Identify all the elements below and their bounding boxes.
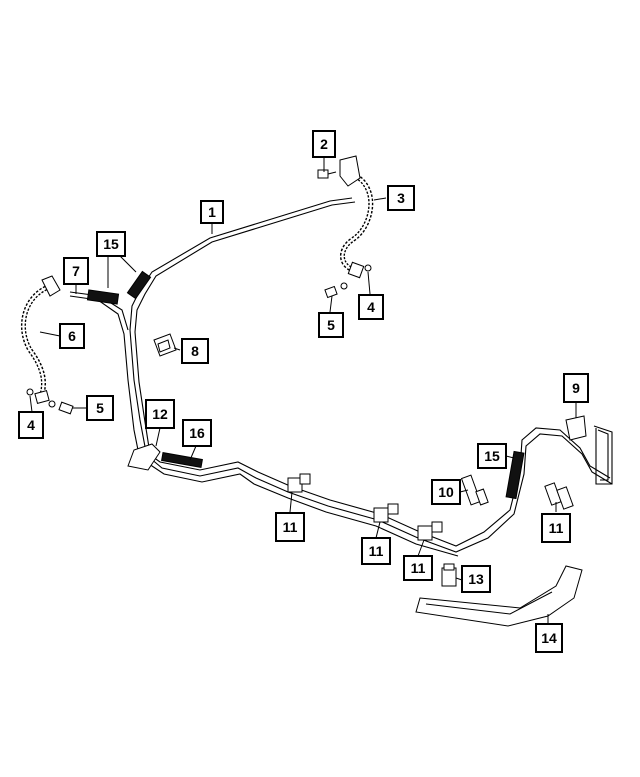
callout-13: 13 — [461, 565, 491, 593]
callout-5-left: 5 — [86, 395, 114, 421]
callout-7: 7 — [63, 257, 89, 285]
svg-text:4: 4 — [367, 299, 375, 315]
right-brake-hose — [339, 155, 374, 279]
callout-2: 2 — [312, 130, 336, 158]
clip-10 — [460, 474, 489, 506]
svg-text:15: 15 — [484, 448, 500, 464]
tube-sleeve-upper — [126, 270, 152, 300]
svg-text:4: 4 — [27, 417, 35, 433]
svg-text:7: 7 — [72, 263, 80, 279]
callout-4-right: 4 — [358, 294, 384, 320]
clip-11-d — [544, 482, 574, 510]
callout-11-a: 11 — [275, 512, 305, 542]
callout-15-right: 15 — [477, 443, 507, 469]
banjo-bolt-left — [48, 400, 74, 415]
tube-sleeve-right — [505, 450, 525, 500]
brake-tube-assembly — [69, 197, 613, 557]
callout-15-upper: 15 — [96, 231, 126, 257]
leader-lines — [29, 158, 577, 624]
svg-text:11: 11 — [369, 543, 384, 559]
callout-10: 10 — [431, 479, 461, 505]
clip-11-a — [287, 473, 311, 493]
svg-text:1: 1 — [208, 204, 216, 220]
callout-11-c: 11 — [403, 555, 433, 581]
bolt-2 — [317, 169, 337, 179]
svg-text:12: 12 — [152, 406, 168, 422]
tube-sleeve-left — [86, 289, 120, 305]
bracket-9 — [565, 415, 613, 485]
left-brake-hose — [20, 275, 61, 404]
clip-8 — [153, 333, 177, 357]
callout-5-right: 5 — [318, 312, 344, 338]
washer-right — [364, 264, 372, 272]
callout-1: 1 — [200, 200, 224, 224]
svg-text:8: 8 — [191, 343, 199, 359]
callout-14: 14 — [535, 623, 563, 653]
callout-9: 9 — [563, 373, 589, 403]
banjo-bolt-right — [324, 282, 348, 299]
callout-6: 6 — [59, 323, 85, 349]
callout-8: 8 — [181, 338, 209, 364]
callout-12: 12 — [145, 399, 175, 429]
svg-text:16: 16 — [189, 425, 205, 441]
callout-3: 3 — [387, 185, 415, 211]
clip-11-b — [373, 503, 399, 523]
svg-text:5: 5 — [327, 317, 335, 333]
shield-14 — [415, 565, 583, 627]
svg-text:3: 3 — [397, 190, 405, 206]
svg-text:9: 9 — [572, 380, 580, 396]
svg-text:13: 13 — [468, 571, 484, 587]
callout-11-b: 11 — [361, 537, 391, 565]
svg-text:11: 11 — [411, 560, 426, 576]
callout-4-left: 4 — [18, 411, 44, 439]
tube-sleeve-16 — [161, 452, 203, 468]
clip-11-c — [417, 521, 443, 541]
svg-text:10: 10 — [438, 484, 454, 500]
svg-text:5: 5 — [96, 400, 104, 416]
svg-text:14: 14 — [541, 630, 557, 646]
callout-16: 16 — [182, 419, 212, 447]
svg-text:11: 11 — [549, 520, 564, 536]
svg-text:2: 2 — [320, 136, 328, 152]
callout-11-d: 11 — [541, 513, 571, 543]
washer-left — [26, 388, 34, 396]
svg-text:11: 11 — [283, 519, 298, 535]
svg-text:6: 6 — [68, 328, 76, 344]
clip-13 — [441, 563, 457, 587]
svg-text:15: 15 — [103, 236, 119, 252]
